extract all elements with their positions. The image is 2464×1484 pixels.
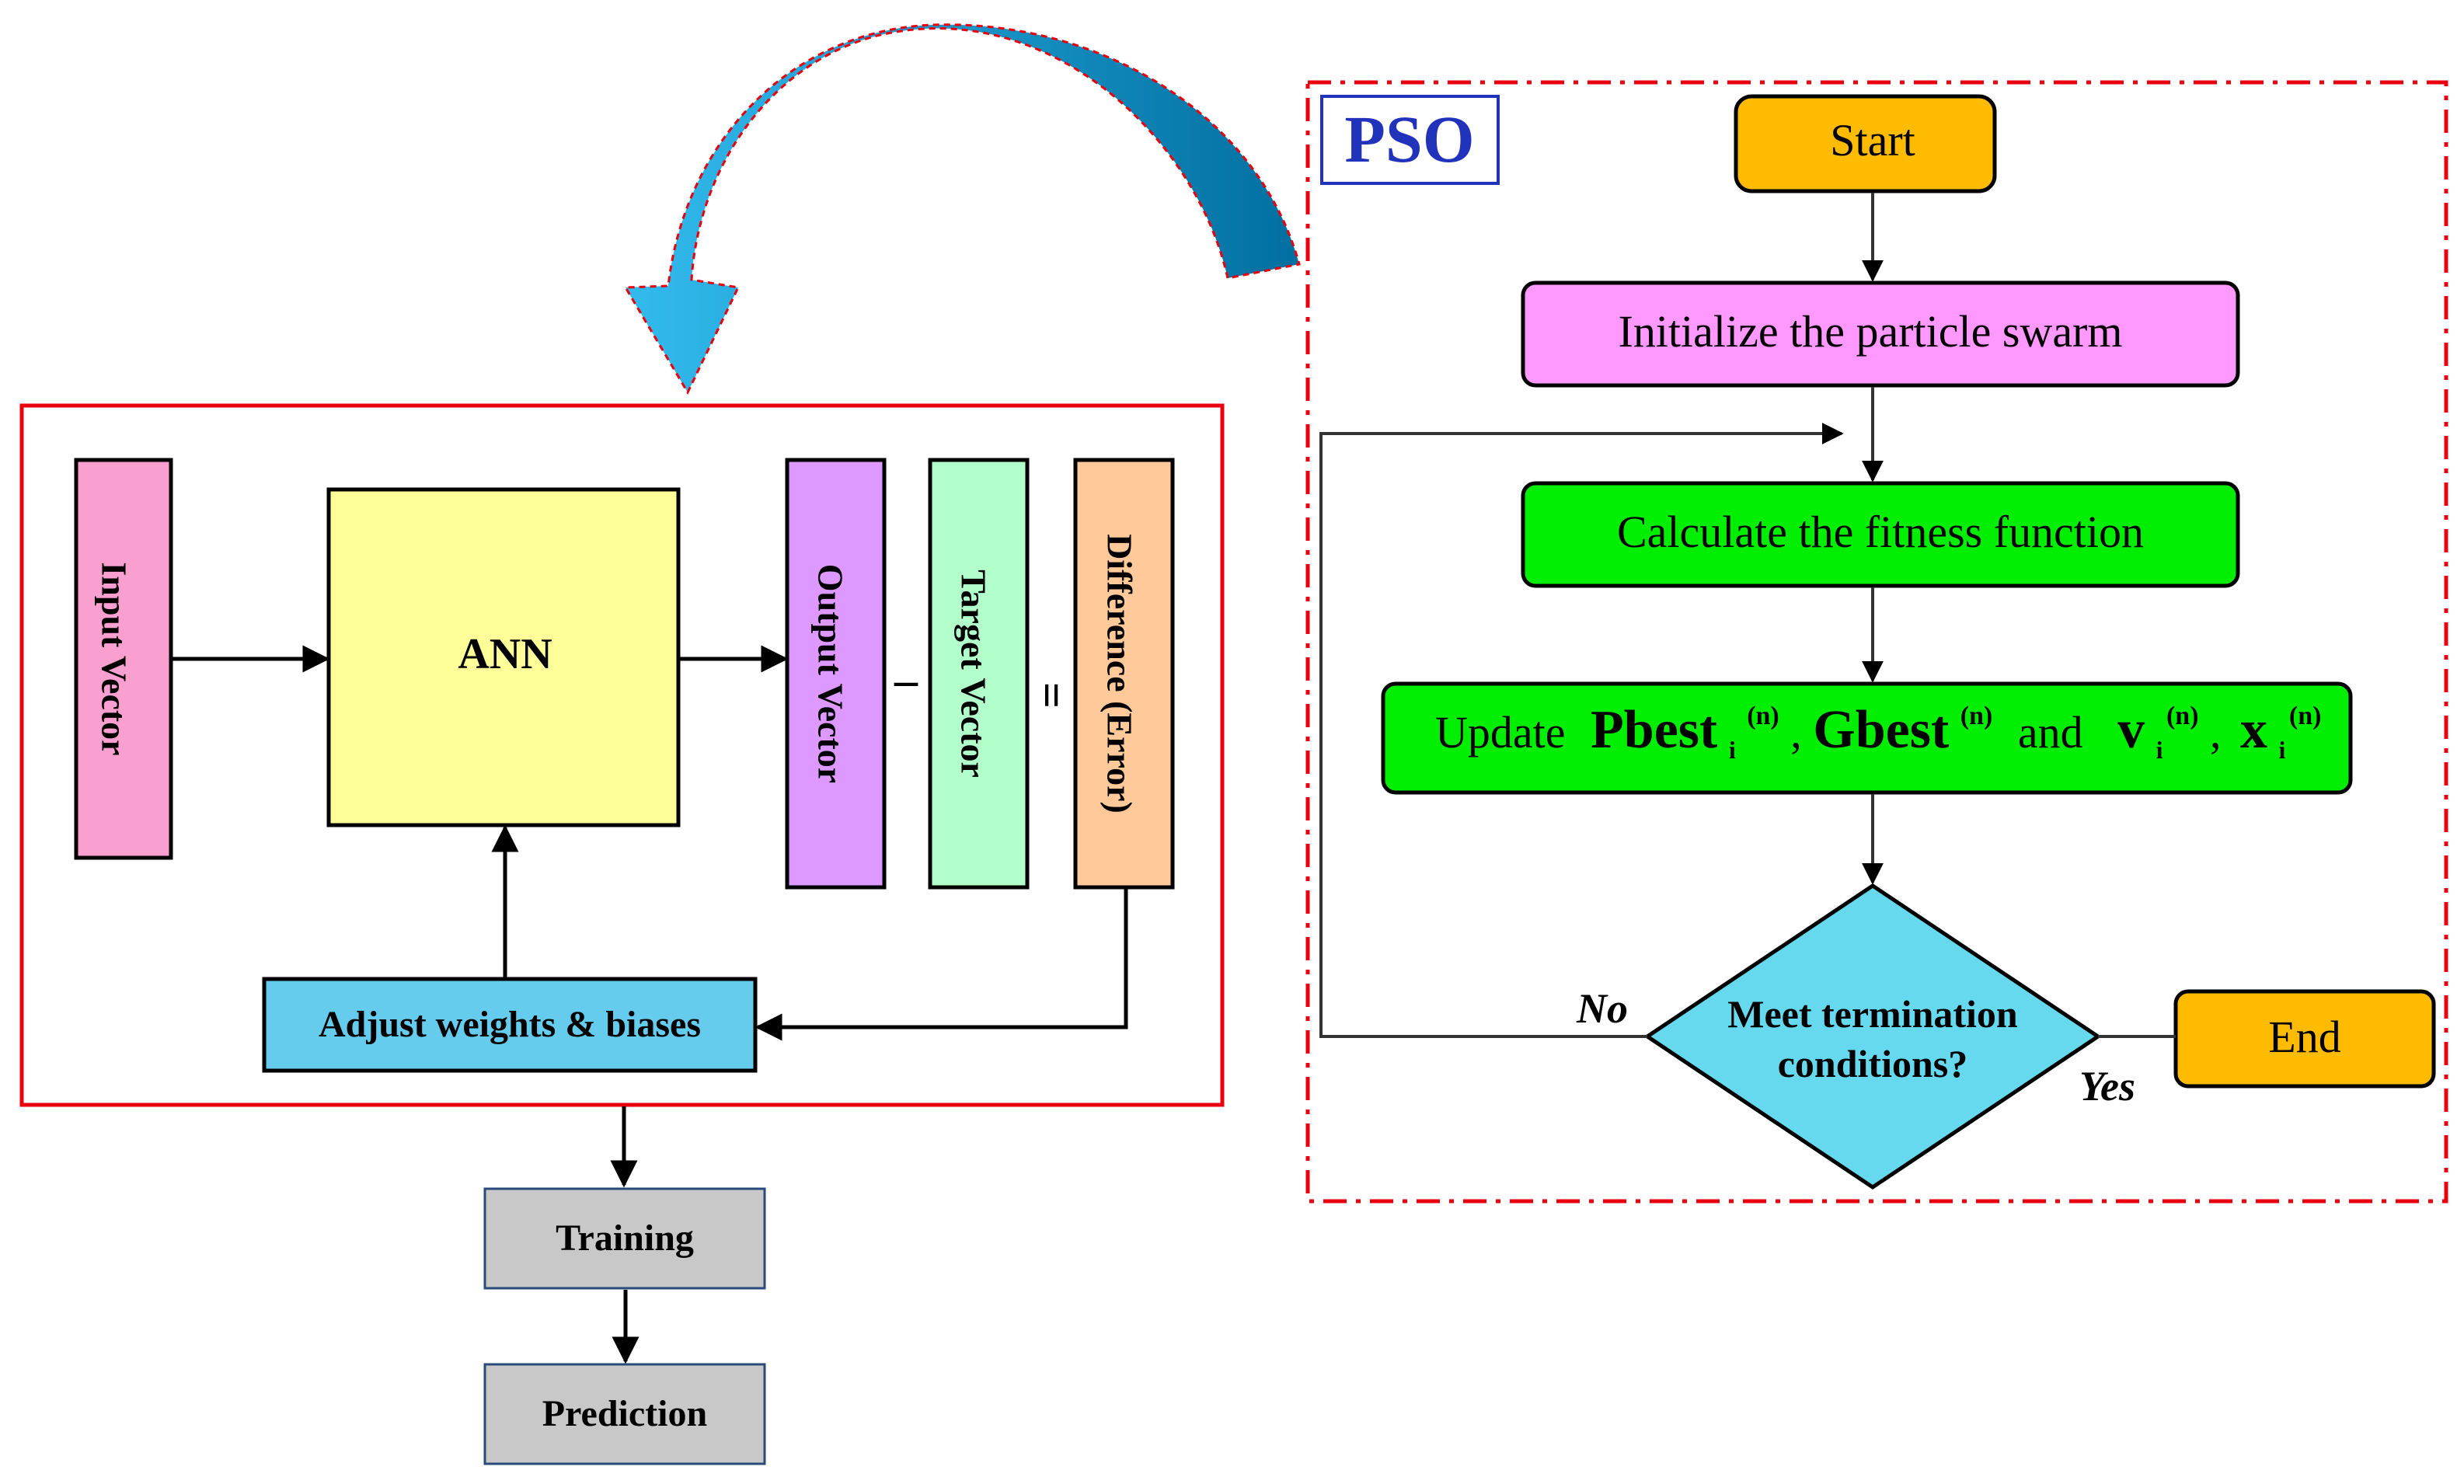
comma-1: , xyxy=(1790,707,1802,758)
v-term: v xyxy=(2117,700,2145,760)
v-superscript: (n) xyxy=(2166,702,2199,730)
and-word: and xyxy=(2018,707,2083,758)
x-term: x xyxy=(2240,700,2267,760)
start-terminal xyxy=(1734,94,1997,193)
x-superscript: (n) xyxy=(2289,702,2322,730)
pso-label: PSO xyxy=(1344,102,1474,176)
prediction-box xyxy=(483,1363,766,1465)
input-vector-label: Input Vector xyxy=(94,562,134,755)
end-terminal xyxy=(2173,989,2436,1089)
ann-frame xyxy=(19,403,1225,1107)
x-subscript: i xyxy=(2279,736,2286,764)
arrow-no-loop-back xyxy=(1319,423,1844,1038)
fitness-process xyxy=(1521,481,2240,588)
ann-label: ANN xyxy=(458,630,552,678)
termination-decision xyxy=(1643,883,2102,1190)
training-label: Training xyxy=(556,1218,694,1259)
pbest-superscript: (n) xyxy=(1747,702,1779,730)
update-prefix: Update xyxy=(1435,707,1566,758)
pso-to-ann-curved-arrow xyxy=(623,23,1301,395)
v-subscript: i xyxy=(2156,736,2163,764)
adjust-weights-label: Adjust weights & biases xyxy=(319,1004,701,1045)
update-process xyxy=(1381,681,2353,795)
gbest-superscript: (n) xyxy=(1960,702,1993,730)
gbest-term: Gbest xyxy=(1813,700,1949,760)
decision-line-1: Meet termination xyxy=(1727,992,2018,1036)
ann-box xyxy=(326,487,681,827)
pbest-term: Pbest xyxy=(1591,700,1717,760)
comma-2: , xyxy=(2210,707,2222,758)
adjust-weights-box xyxy=(262,977,758,1073)
pso-label-box xyxy=(1320,95,1500,185)
pso-frame xyxy=(1305,80,2448,1204)
update-formula: Update Pbest i (n) , Gbest (n) and v i (… xyxy=(1435,684,2321,768)
yes-label: Yes xyxy=(2079,1063,2135,1110)
difference-label: Difference (Error) xyxy=(1100,534,1139,813)
input-vector-box xyxy=(74,458,173,860)
target-vector-box xyxy=(928,458,1030,890)
prediction-label: Prediction xyxy=(542,1393,707,1434)
equals-sign: = xyxy=(1026,682,1077,709)
training-box xyxy=(483,1187,766,1290)
initialize-label: Initialize the particle swarm xyxy=(1619,306,2123,357)
start-label: Start xyxy=(1830,115,1915,165)
minus-sign: – xyxy=(894,654,918,705)
initialize-process xyxy=(1521,280,2240,388)
no-label: No xyxy=(1576,985,1628,1032)
end-label: End xyxy=(2268,1012,2340,1062)
fitness-label: Calculate the fitness function xyxy=(1617,507,2144,557)
output-vector-label: Output Vector xyxy=(810,564,850,783)
output-vector-box xyxy=(785,458,887,890)
arrow-difference-to-adjust xyxy=(755,887,1128,1041)
target-vector-label: Target Vector xyxy=(953,570,993,778)
pbest-subscript: i xyxy=(1729,736,1736,764)
decision-line-2: conditions? xyxy=(1778,1042,1968,1085)
